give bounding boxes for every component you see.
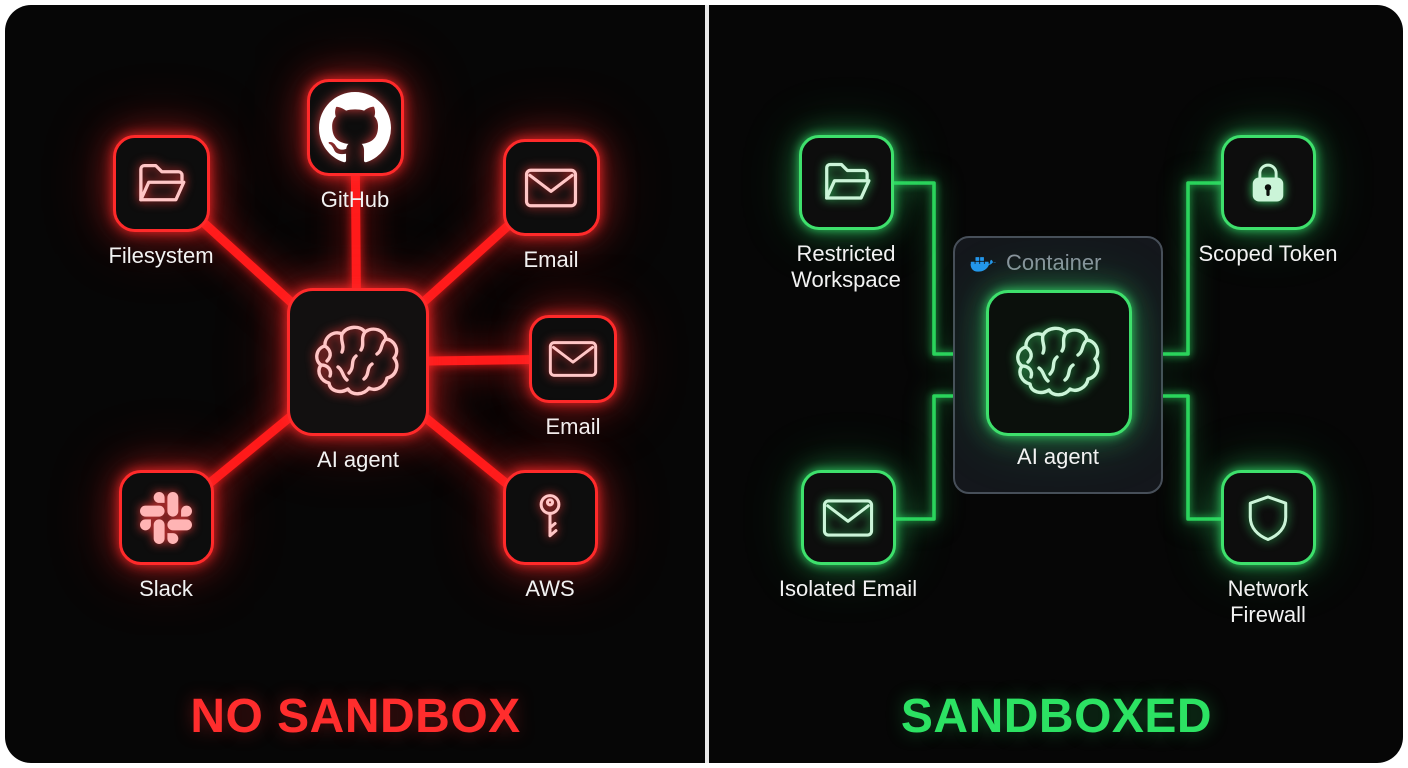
envelope-icon [822, 498, 874, 538]
key-icon [523, 489, 577, 547]
node-label: Restricted Workspace [791, 241, 901, 293]
node-label: Network Firewall [1227, 576, 1309, 628]
docker-icon [970, 253, 997, 273]
folder-icon [819, 155, 874, 210]
lock-icon [1242, 155, 1294, 211]
folder-icon [133, 156, 189, 212]
no-sandbox-title: NO SANDBOX [190, 690, 521, 744]
no-sandbox-panel: Filesystem GitHub [5, 5, 706, 763]
node-filesystem: Filesystem [81, 135, 241, 269]
envelope-icon [548, 340, 598, 378]
node-label: Email [523, 247, 579, 272]
node-network-firewall: Network Firewall [1193, 470, 1343, 629]
node-label: Slack [139, 576, 193, 601]
envelope-icon [524, 167, 578, 209]
container-label: Container [1006, 250, 1102, 275]
node-restricted-workspace: Restricted Workspace [771, 135, 921, 294]
github-icon [319, 91, 391, 164]
node-ai-agent: AI agent [278, 288, 438, 473]
node-label: AI agent [1017, 444, 1099, 469]
node-label: Scoped Token [1198, 241, 1338, 266]
node-email-top: Email [471, 139, 631, 273]
node-ai-agent-sandboxed [986, 290, 1132, 436]
sandboxed-panel: Restricted Workspace Scoped Token [710, 5, 1403, 763]
panel-divider [705, 5, 709, 763]
node-email-right: Email [493, 315, 653, 440]
slack-icon [140, 491, 192, 544]
node-github: GitHub [275, 79, 435, 213]
node-label: AI agent [317, 447, 399, 472]
brain-icon [1009, 324, 1109, 402]
sandboxed-title: SANDBOXED [900, 690, 1213, 744]
brain-icon [308, 323, 408, 401]
node-label: GitHub [320, 187, 390, 212]
shield-icon [1241, 490, 1295, 546]
node-slack: Slack [86, 470, 246, 602]
node-label: Isolated Email [778, 576, 918, 601]
diagram-canvas: Filesystem GitHub [5, 5, 1403, 763]
node-scoped-token: Scoped Token [1193, 135, 1343, 267]
node-isolated-email: Isolated Email [773, 470, 923, 602]
container-header: Container [970, 250, 1101, 276]
node-label: Email [545, 414, 601, 439]
node-label: AWS [525, 576, 575, 601]
node-aws: AWS [470, 470, 630, 602]
node-label: Filesystem [108, 243, 214, 268]
container-boundary: Container AI agent [953, 236, 1163, 494]
